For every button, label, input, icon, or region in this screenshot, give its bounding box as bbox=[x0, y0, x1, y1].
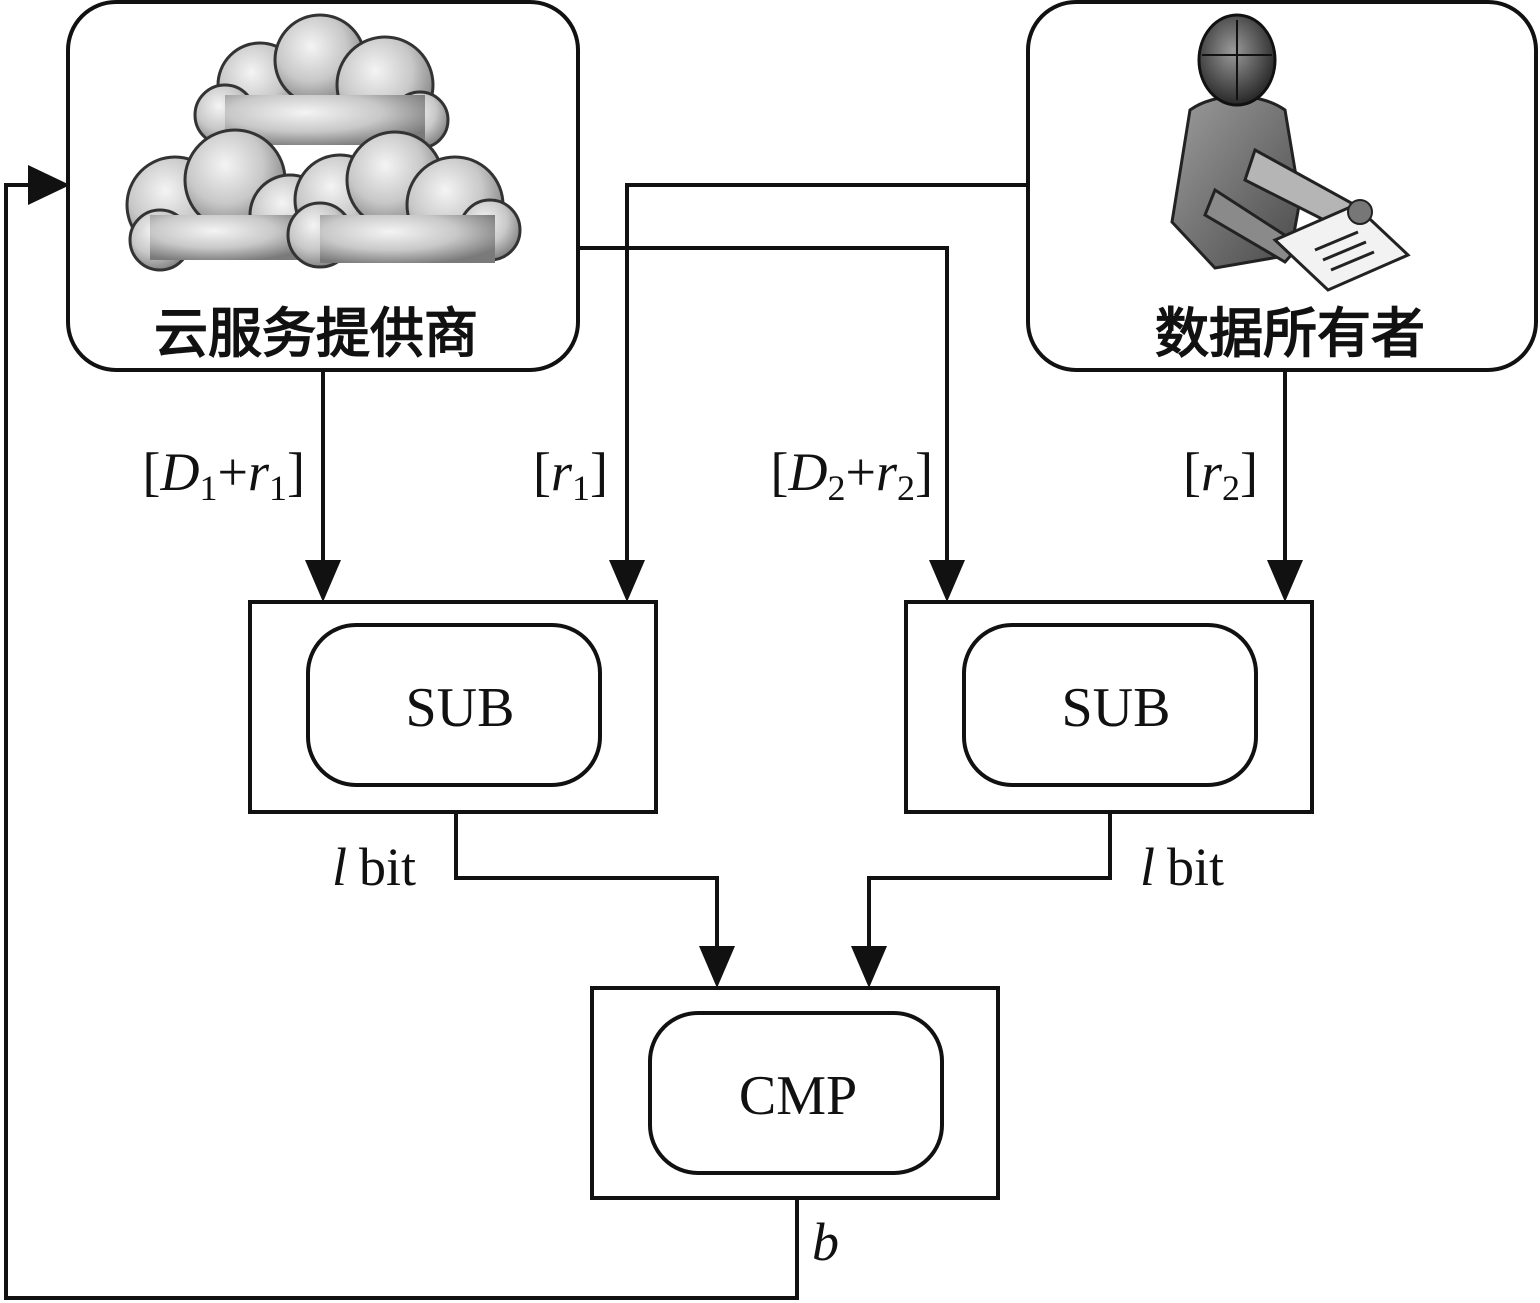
sub-left-inner-box bbox=[306, 623, 602, 787]
arrowhead-cloud-to-sub-right bbox=[929, 560, 965, 602]
sub-left-label: SUB bbox=[406, 677, 515, 739]
person-document-icon bbox=[1170, 13, 1411, 292]
arrowhead-cloud-to-sub-left bbox=[305, 560, 341, 602]
edge-cloud-to-sub-right bbox=[578, 246, 949, 572]
cmp-block: CMP bbox=[590, 986, 1000, 1200]
sub-left-block: SUB bbox=[248, 600, 658, 814]
sub-right-label: SUB bbox=[1062, 677, 1171, 739]
arrowhead-owner-to-sub-left bbox=[609, 560, 645, 602]
arrowhead-owner-to-sub-right bbox=[1267, 560, 1303, 602]
label-d2-plus-r2: [D2+r2] bbox=[771, 442, 933, 508]
cmp-inner-box bbox=[648, 1011, 944, 1175]
arrowhead-sub-right-to-cmp bbox=[851, 946, 887, 988]
cmp-label: CMP bbox=[739, 1065, 857, 1127]
data-owner-label: 数据所有者 bbox=[1155, 302, 1425, 365]
cloud-icon bbox=[125, 13, 522, 272]
arrowhead-cmp-feedback bbox=[28, 165, 70, 205]
label-r1: [r1] bbox=[533, 442, 608, 508]
sub-right-inner-box bbox=[962, 623, 1258, 787]
edge-sub-left-to-cmp bbox=[454, 812, 719, 958]
connections bbox=[4, 165, 1303, 1300]
label-result-b: b bbox=[812, 1212, 839, 1272]
sub-right-block: SUB bbox=[904, 600, 1314, 814]
cloud-provider-node: 云服务提供商 bbox=[66, 0, 580, 372]
edge-cmp-feedback bbox=[4, 183, 799, 1300]
data-owner-node: 数据所有者 bbox=[1026, 0, 1538, 372]
cloud-provider-label: 云服务提供商 bbox=[154, 302, 478, 365]
arrowhead-sub-left-to-cmp bbox=[699, 946, 735, 988]
label-d1-plus-r1: [D1+r1] bbox=[143, 442, 305, 508]
edge-owner-to-sub-left bbox=[625, 183, 1028, 572]
label-r2: [r2] bbox=[1183, 442, 1258, 508]
edge-sub-right-to-cmp bbox=[867, 812, 1112, 958]
